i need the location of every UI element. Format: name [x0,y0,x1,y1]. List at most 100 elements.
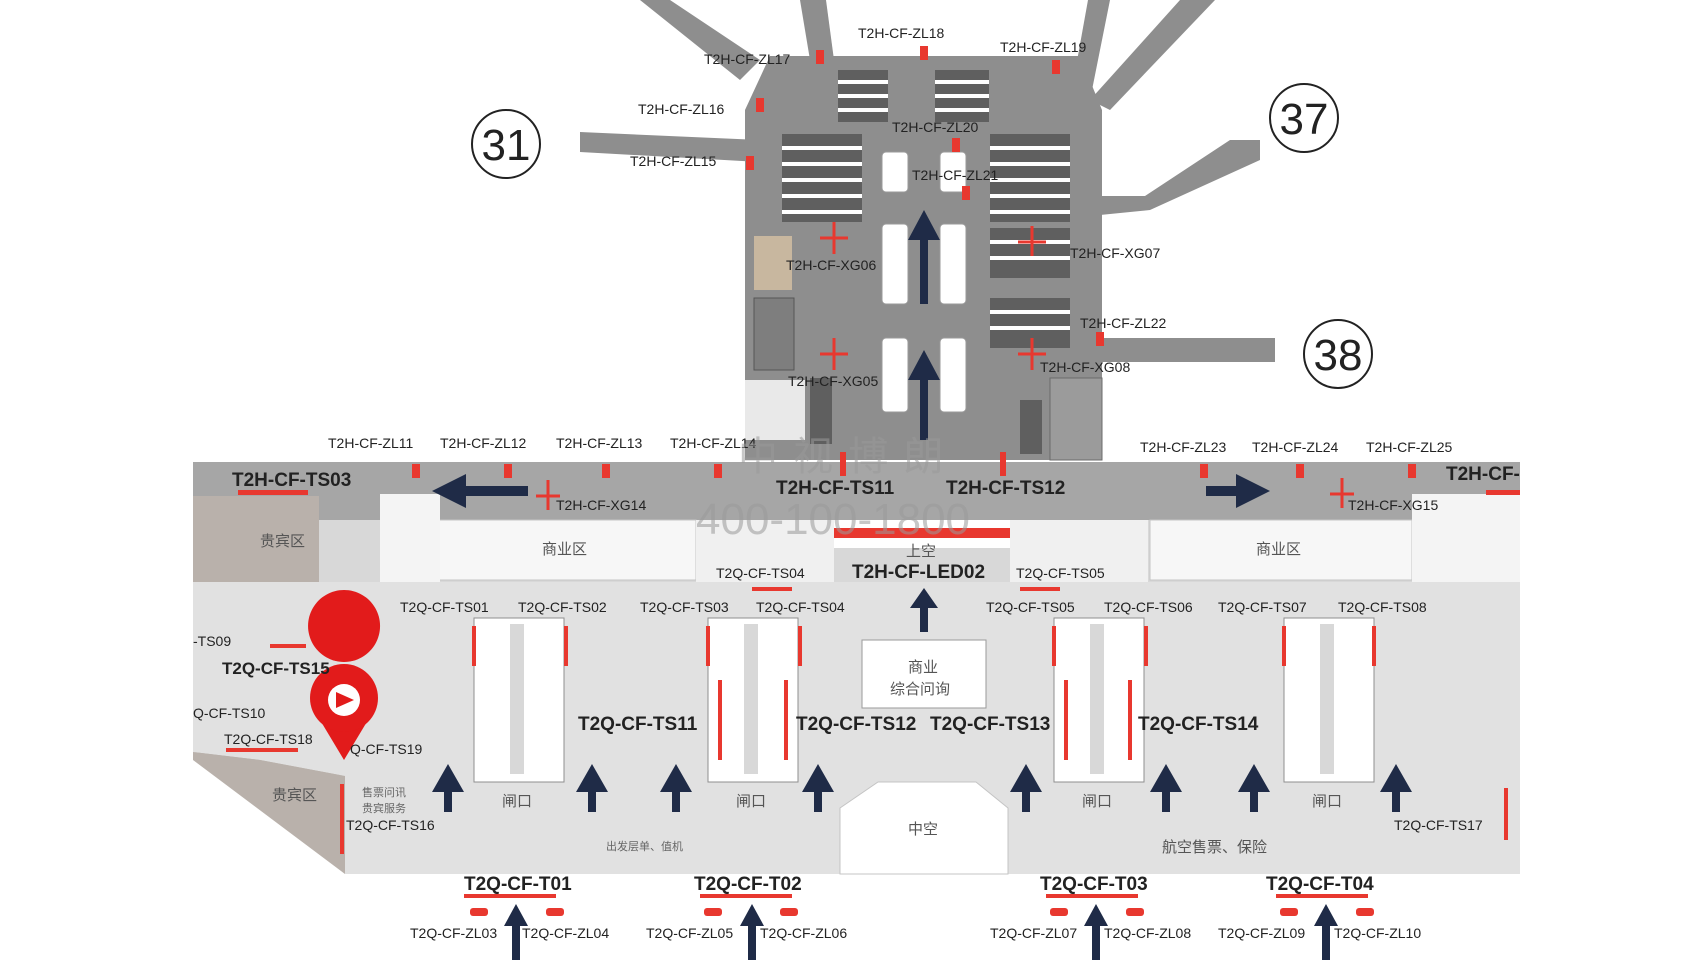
pier-up-arrows [908,210,940,440]
label-zl06: T2Q-CF-ZL06 [760,925,847,941]
label-zl12: T2H-CF-ZL12 [440,435,527,451]
zone-gate-2: 闸口 [736,793,766,810]
pier-stairs-right [1049,377,1103,461]
zone-info-1: 商业 [908,659,938,676]
label-ts07: T2Q-CF-TS07 [1218,599,1307,615]
corridor-arrows [432,474,1270,508]
right-mid-block [1010,520,1148,582]
pier-stairs [753,297,795,371]
zone-small-3: 出发层单、值机 [606,839,683,853]
label-xg06: T2H-CF-XG06 [786,257,876,273]
void-center [839,781,1009,875]
label-zl03: T2Q-CF-ZL03 [410,925,497,941]
bridge-37 [1100,140,1260,215]
jet-bridges [580,0,1275,362]
label-h-ts04: T2Q-CF-TS04 [716,565,805,581]
label-ts02: T2Q-CF-TS02 [518,599,607,615]
label-ts16: T2Q-CF-TS16 [346,817,435,833]
label-zl18: T2H-CF-ZL18 [858,25,945,41]
zone-commercial-left: 商业区 [542,541,587,558]
label-h-ts11: T2H-CF-TS11 [776,478,895,499]
zone-vip-top: 贵宾区 [260,533,305,550]
gate-38: 38 [1314,331,1363,380]
gate-31: 31 [482,121,531,170]
label-zl22: T2H-CF-ZL22 [1080,315,1167,331]
label-xg08: T2H-CF-XG08 [1040,359,1130,375]
label-zl23: T2H-CF-ZL23 [1140,439,1227,455]
label-ts10: Q-CF-TS10 [193,705,266,721]
label-ts09: -TS09 [193,633,231,649]
zone-void-center: 中空 [908,821,938,838]
zone-labels: 贵宾区 贵宾区 商业区 商业区 上空 中空 商业 综合问询 闸口 闸口 闸口 闸… [260,533,1342,856]
label-ts12b: T2Q-CF-TS12 [796,714,916,735]
label-zl21: T2H-CF-ZL21 [912,167,999,183]
label-xg05: T2H-CF-XG05 [788,373,878,389]
zone-vip-bottom: 贵宾区 [272,787,317,804]
led-bar [834,528,1010,538]
ad-spots [226,46,1520,916]
label-xg07: T2H-CF-XG07 [1070,245,1160,261]
xg-markers [536,222,1354,510]
label-ts15: T2Q-CF-TS15 [222,659,330,678]
label-zl15: T2H-CF-ZL15 [630,153,717,169]
label-zl05: T2Q-CF-ZL05 [646,925,733,941]
hall-up-arrows [432,588,1412,960]
bridge-31 [580,132,760,162]
label-ts03b: T2Q-CF-TS03 [640,599,729,615]
label-xg14: T2H-CF-XG14 [556,497,646,513]
label-ts05b: T2Q-CF-TS05 [986,599,1075,615]
label-ts13: T2Q-CF-TS13 [930,714,1050,735]
vip-bottom [193,752,345,874]
label-xg15: T2H-CF-XG15 [1348,497,1438,513]
label-ts04b: T2Q-CF-TS04 [756,599,845,615]
pier-columns [881,151,967,413]
bridge-38 [1100,338,1275,362]
zone-info-2: 综合问询 [890,681,950,698]
label-ts18: T2Q-CF-TS18 [224,731,313,747]
label-t04: T2Q-CF-T04 [1266,874,1374,895]
vip-top [193,496,319,582]
zone-small-2: 贵宾服务 [362,801,406,815]
label-ts19: Q-CF-TS19 [350,741,423,757]
zone-airline: 航空售票、保险 [1162,839,1267,856]
label-ts06: T2Q-CF-TS06 [1104,599,1193,615]
watermark-company: 中 视 博 朗 [738,435,945,479]
label-ts01: T2Q-CF-TS01 [400,599,489,615]
label-h-ts12: T2H-CF-TS12 [946,478,1065,499]
label-h-ts05: T2Q-CF-TS05 [1016,565,1105,581]
label-zl24: T2H-CF-ZL24 [1252,439,1339,455]
left-mid-block [696,520,834,582]
label-t01: T2Q-CF-T01 [464,874,572,895]
label-zl14: T2H-CF-ZL14 [670,435,757,451]
label-t03: T2Q-CF-T03 [1040,874,1148,895]
label-zl04: T2Q-CF-ZL04 [522,925,609,941]
label-zl19: T2H-CF-ZL19 [1000,39,1087,55]
right-column-block [1412,494,1520,582]
left-column-block [380,494,440,582]
label-ts08: T2Q-CF-TS08 [1338,599,1427,615]
gate-circles [471,83,1373,389]
commercial-right-block [1149,519,1413,581]
pier-room [754,236,792,290]
zone-small-1: 售票问讯 [362,785,406,799]
label-ts-right: T2H-CF- [1446,464,1520,485]
label-t02: T2Q-CF-T02 [694,874,802,895]
bridge-n1 [800,0,834,60]
label-ts17: T2Q-CF-TS17 [1394,817,1483,833]
label-zl10: T2Q-CF-ZL10 [1334,925,1421,941]
bridge-nw [640,0,760,80]
label-led02: T2H-CF-LED02 [852,562,985,583]
label-zl07: T2Q-CF-ZL07 [990,925,1077,941]
location-pin-icon[interactable] [308,590,381,760]
zone-gate-3: 闸口 [1082,793,1112,810]
info-desk [861,639,987,709]
label-zl25: T2H-CF-ZL25 [1366,439,1453,455]
label-zl08: T2Q-CF-ZL08 [1104,925,1191,941]
zone-void-top: 上空 [906,543,936,560]
label-ts14: T2Q-CF-TS14 [1138,714,1259,735]
gate-37: 37 [1280,95,1329,144]
label-ts11b: T2Q-CF-TS11 [578,714,698,735]
upper-labels: T2H-CF-ZL17 T2H-CF-ZL18 T2H-CF-ZL19 T2H-… [232,25,1520,583]
